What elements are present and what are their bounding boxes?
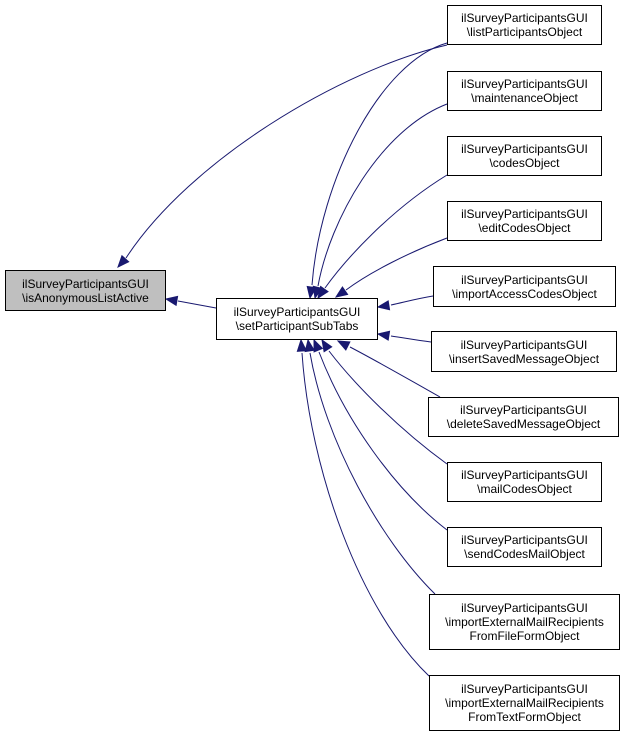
node-class-label: ilSurveyParticipantsGUI — [460, 403, 587, 417]
node-class-label: ilSurveyParticipantsGUI — [461, 533, 588, 547]
node-class-label: ilSurveyParticipantsGUI — [460, 337, 588, 352]
node-method-label: \importExternalMailRecipients — [445, 696, 604, 710]
node-method-label: \setParticipantSubTabs — [235, 319, 359, 333]
node-class-label: ilSurveyParticipantsGUI — [461, 272, 588, 287]
node-setParticipantSubTabs[interactable]: ilSurveyParticipantsGUI\setParticipantSu… — [216, 298, 378, 340]
node-importExternalMailRecipientsFromFileFormObject[interactable]: ilSurveyParticipantsGUI\importExternalMa… — [429, 594, 620, 650]
edge-line — [390, 295, 434, 306]
edge-line — [317, 103, 448, 287]
node-editCodesObject[interactable]: ilSurveyParticipantsGUI\editCodesObject — [447, 201, 602, 241]
edge-line — [177, 300, 217, 309]
node-method-label: \isAnonymousListActive — [22, 290, 149, 305]
edge-listParticipantsObject-to-setParticipantSubTabs — [306, 42, 448, 300]
node-sendCodesMailObject[interactable]: ilSurveyParticipantsGUI\sendCodesMailObj… — [447, 527, 602, 567]
node-method-label: \insertSavedMessageObject — [448, 351, 600, 366]
node-method-label: \sendCodesMailObject — [464, 547, 585, 561]
edge-insertSavedMessageObject-to-setParticipantSubTabs — [376, 330, 432, 343]
node-class-label: ilSurveyParticipantsGUI — [461, 207, 588, 221]
node-class-label: ilSurveyParticipantsGUI — [461, 682, 588, 696]
arrowhead-icon — [296, 338, 308, 352]
node-class-label: ilSurveyParticipantsGUI — [461, 11, 588, 25]
arrowhead-icon — [313, 338, 324, 353]
arrowhead-icon — [304, 338, 315, 353]
node-method-label: \editCodesObject — [478, 221, 571, 235]
node-method-label: \deleteSavedMessageObject — [446, 417, 601, 431]
arrowhead-icon — [164, 295, 179, 307]
edge-line — [349, 346, 441, 398]
arrowhead-icon — [336, 340, 351, 351]
node-importAccessCodesObject[interactable]: ilSurveyParticipantsGUI\importAccessCode… — [433, 266, 616, 307]
node-method-label: \listParticipantsObject — [466, 25, 583, 39]
node-insertSavedMessageObject[interactable]: ilSurveyParticipantsGUI\insertSavedMessa… — [431, 331, 617, 372]
edge-line — [301, 352, 430, 677]
node-method-label: \codesObject — [489, 156, 560, 170]
node-class-label: ilSurveyParticipantsGUI — [22, 276, 149, 291]
node-deleteSavedMessageObject[interactable]: ilSurveyParticipantsGUI\deleteSavedMessa… — [428, 397, 619, 437]
node-method-label: FromTextFormObject — [468, 710, 581, 724]
node-importExternalMailRecipientsFromTextFormObject[interactable]: ilSurveyParticipantsGUI\importExternalMa… — [429, 675, 620, 731]
node-method-label: \mailCodesObject — [477, 482, 572, 496]
node-method-label: \maintenanceObject — [471, 91, 578, 105]
edge-mailCodesObject-to-setParticipantSubTabs — [321, 338, 448, 465]
node-method-label: \importAccessCodesObject — [452, 286, 597, 301]
edge-listParticipantsObject-to-isAnonymousListActive — [117, 44, 448, 268]
edge-setParticipantSubTabs-to-isAnonymousListActive — [164, 295, 217, 309]
node-class-label: ilSurveyParticipantsGUI — [461, 468, 588, 482]
node-class-label: ilSurveyParticipantsGUI — [461, 142, 588, 156]
arrowhead-icon — [117, 254, 130, 268]
edge-editCodesObject-to-setParticipantSubTabs — [334, 237, 448, 298]
edge-line — [328, 350, 448, 465]
arrowhead-icon — [376, 330, 391, 341]
arrowhead-icon — [317, 285, 329, 300]
edge-sendCodesMailObject-to-setParticipantSubTabs — [313, 338, 448, 531]
node-mailCodesObject[interactable]: ilSurveyParticipantsGUI\mailCodesObject — [447, 462, 602, 502]
node-class-label: ilSurveyParticipantsGUI — [461, 601, 588, 615]
edge-codesObject-to-setParticipantSubTabs — [317, 174, 448, 300]
node-listParticipantsObject[interactable]: ilSurveyParticipantsGUI\listParticipants… — [447, 5, 602, 45]
node-class-label: ilSurveyParticipantsGUI — [233, 305, 361, 319]
node-isAnonymousListActive: ilSurveyParticipantsGUI\isAnonymousListA… — [5, 270, 166, 311]
edge-importAccessCodesObject-to-setParticipantSubTabs — [376, 295, 434, 311]
edge-line — [318, 351, 448, 531]
node-maintenanceObject[interactable]: ilSurveyParticipantsGUI\maintenanceObjec… — [447, 71, 602, 111]
node-class-label: ilSurveyParticipantsGUI — [461, 77, 588, 91]
node-method-label: FromFileFormObject — [469, 629, 580, 643]
edge-importExternalMailRecipientsFromFileFormObject-to-setParticipantSubTabs — [304, 338, 436, 595]
arrowhead-icon — [334, 286, 349, 298]
arrowhead-icon — [376, 300, 391, 311]
arrowhead-icon — [321, 338, 333, 353]
edge-importExternalMailRecipientsFromTextFormObject-to-setParticipantSubTabs — [296, 338, 430, 677]
edge-line — [345, 237, 448, 291]
edge-line — [309, 352, 436, 595]
edge-line — [311, 42, 448, 286]
node-codesObject[interactable]: ilSurveyParticipantsGUI\codesObject — [447, 136, 602, 176]
edge-line — [125, 44, 448, 259]
node-method-label: \importExternalMailRecipients — [445, 615, 604, 629]
edge-line — [324, 174, 448, 289]
edge-line — [390, 335, 432, 343]
edge-deleteSavedMessageObject-to-setParticipantSubTabs — [336, 340, 441, 398]
